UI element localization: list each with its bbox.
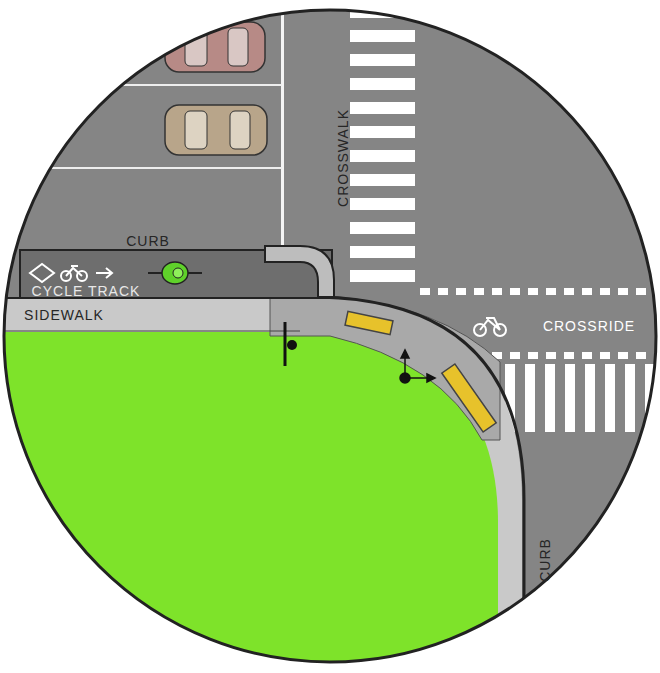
dash xyxy=(474,288,484,295)
dash xyxy=(600,288,610,295)
curb-nose xyxy=(265,246,334,297)
stripe xyxy=(545,364,555,432)
bike-symbol xyxy=(474,318,506,336)
push-button xyxy=(400,350,435,383)
parked-car xyxy=(165,105,267,155)
dash xyxy=(510,352,520,359)
dash xyxy=(492,288,502,295)
parking-line xyxy=(40,84,282,86)
dash xyxy=(636,288,646,295)
stripe xyxy=(350,30,415,42)
dash xyxy=(528,288,538,295)
cyclist xyxy=(148,262,202,284)
stripe xyxy=(350,126,415,138)
stripe xyxy=(350,150,415,162)
stripe xyxy=(350,246,415,258)
stripe xyxy=(350,198,415,210)
crosswalk-stripes xyxy=(350,6,415,282)
dash xyxy=(546,352,556,359)
stripe xyxy=(350,222,415,234)
dash xyxy=(564,352,574,359)
stripe xyxy=(350,102,415,114)
dash xyxy=(636,352,646,359)
crossride-label: CROSSRIDE xyxy=(543,319,635,333)
dash xyxy=(546,288,556,295)
dash xyxy=(618,352,628,359)
signal-pole xyxy=(285,322,297,366)
stripe xyxy=(605,364,615,432)
stripe xyxy=(350,54,415,66)
curb-label: CURB xyxy=(126,234,170,248)
dash xyxy=(528,352,538,359)
stripe xyxy=(350,270,415,282)
parking-line xyxy=(40,167,282,169)
stripe xyxy=(625,364,635,432)
dash xyxy=(456,288,466,295)
sidewalk-label: SIDEWALK xyxy=(24,308,104,322)
dash xyxy=(582,288,592,295)
tactile-pad xyxy=(442,364,496,432)
dash xyxy=(600,352,610,359)
sidewalk-edge xyxy=(0,331,300,332)
corner-plaza xyxy=(270,296,500,440)
crosswalk-stripes xyxy=(505,364,655,432)
tactile-pad xyxy=(345,311,393,334)
track-label: CYCLE TRACK xyxy=(32,284,141,298)
dash xyxy=(582,352,592,359)
curb-label: CURB xyxy=(538,538,552,582)
lane-line xyxy=(281,0,284,248)
stripe xyxy=(525,364,535,432)
dash xyxy=(564,288,574,295)
dash xyxy=(618,288,628,295)
frame-circle xyxy=(4,10,656,662)
stripe xyxy=(350,78,415,90)
dash xyxy=(438,288,448,295)
stripe xyxy=(350,174,415,186)
street-label: CROSSWALK xyxy=(336,109,350,207)
dash xyxy=(654,288,660,295)
bike-marking xyxy=(61,266,112,281)
stripe xyxy=(565,364,575,432)
diamond-marking xyxy=(30,264,54,282)
green-area xyxy=(0,332,498,673)
stripe xyxy=(585,364,595,432)
dash xyxy=(510,288,520,295)
curb-line xyxy=(270,297,524,673)
dash xyxy=(420,288,430,295)
